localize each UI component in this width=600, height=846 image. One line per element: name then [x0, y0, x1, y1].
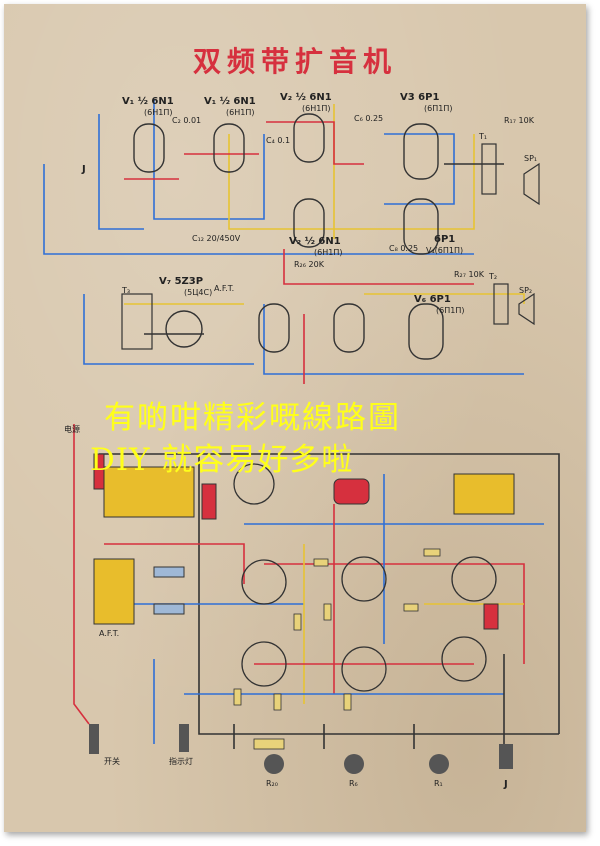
- overlay-caption-line1: 有啲咁精彩嘅線路圖: [104, 400, 401, 436]
- label-v4: V₄(6П1П): [426, 246, 464, 255]
- resistor-r16: [483, 603, 499, 630]
- tube-socket-v3: [441, 636, 487, 682]
- resistor-r11: [293, 613, 302, 631]
- transformer-t1-board: [453, 473, 515, 515]
- tube-socket-v5: [241, 641, 287, 687]
- tube-socket-v1: [341, 646, 387, 692]
- aft-board: [93, 558, 135, 625]
- label-v1: V₁ ½ 6N1: [122, 96, 174, 107]
- transformer-t2-body: [333, 478, 370, 505]
- label-r27: R₂₇ 10K: [454, 270, 484, 279]
- label-v2-sub: (6H1П): [302, 104, 331, 113]
- potentiometer-r6: [344, 754, 364, 774]
- potentiometer-r1: [429, 754, 449, 774]
- label-t3: T₃: [122, 286, 131, 295]
- tube-v2b: [293, 198, 325, 248]
- tube-socket-v7: [233, 463, 275, 505]
- capacitor-c15: [153, 566, 185, 578]
- label-aft: A.F.T.: [214, 284, 235, 293]
- label-lamp: 指示灯: [169, 757, 193, 766]
- capacitor-c16: [253, 738, 285, 750]
- tube-socket-v4: [451, 556, 497, 602]
- fuse: [93, 453, 105, 490]
- power-transformer-t3: [121, 293, 153, 350]
- indicator-lamp-icon: [179, 724, 189, 752]
- poster-title: 双频带扩音机: [192, 45, 397, 78]
- output-transformer-t1: [481, 143, 497, 195]
- label-aft-board: A.F.T.: [99, 629, 120, 638]
- label-v1-sub: (6H1П): [144, 108, 173, 117]
- label-jack-bottom: J: [504, 779, 508, 790]
- tube-v1a: [133, 123, 165, 173]
- label-v2b: V₂ ½ 6N1: [289, 236, 341, 247]
- label-v1b: V₁ ½ 6N1: [204, 96, 256, 107]
- tube-v6: [408, 303, 444, 360]
- b-plus-bus-upper: [228, 134, 475, 230]
- label-v2b-sub: (6H1П): [314, 248, 343, 257]
- capacitor-c6: [423, 548, 441, 557]
- label-c8: C₈ 0.25: [389, 244, 419, 253]
- tube-v1b: [213, 123, 245, 173]
- label-v7-sub: (5Ц4С): [184, 288, 213, 297]
- resistor-r9: [273, 693, 282, 711]
- label-t1: T₁: [479, 132, 488, 141]
- label-sp1: SP₁: [524, 154, 538, 163]
- label-c4: C₄ 0.1: [266, 136, 291, 145]
- rectifier-tube-v7: [165, 310, 203, 348]
- capacitor-c5: [403, 603, 419, 612]
- power-switch-icon: [89, 724, 99, 754]
- tube-v4: [403, 198, 439, 255]
- overlay-caption-line2: DIY 就容易好多啦: [90, 442, 354, 478]
- label-v1b-sub: (6H1П): [226, 108, 255, 117]
- tube-socket-v2: [341, 556, 387, 602]
- resistor-r15: [233, 688, 242, 706]
- label-sp2: SP₂: [519, 286, 533, 295]
- mains-wire: [73, 424, 90, 725]
- capacitor-c7: [343, 693, 352, 711]
- input-jack-icon: [499, 744, 513, 769]
- label-v3: V3 6P1: [400, 92, 440, 103]
- schematic-poster: 双频带扩音机: [4, 4, 586, 832]
- ground-bus-upper: [43, 164, 474, 255]
- resistor-r28: [201, 483, 217, 520]
- label-v7: V₇ 5Z3P: [159, 276, 204, 287]
- resistor-r26: [323, 603, 332, 621]
- capacitor-c14: [153, 603, 185, 615]
- label-c2: C₂ 0.01: [172, 116, 202, 125]
- label-jack: J: [82, 164, 86, 175]
- label-v4-type: 6P1: [434, 234, 456, 245]
- label-r20: R₂₀: [266, 779, 278, 788]
- tube-v3: [403, 123, 439, 180]
- label-c12: C₁₂ 20/450V: [192, 234, 241, 243]
- potentiometer-r20: [264, 754, 284, 774]
- resistor-r12: [313, 558, 329, 567]
- tube-v2a: [293, 113, 325, 163]
- label-r1: R₁: [434, 779, 443, 788]
- chassis-frame: [99, 453, 560, 734]
- speaker-sp2-icon: [518, 292, 535, 326]
- label-v6: V₆ 6P1: [414, 294, 451, 305]
- label-r26: R₂₆ 20K: [294, 260, 324, 269]
- label-v6-sub: (6П1П): [436, 306, 465, 315]
- tube-socket-v6: [241, 559, 287, 605]
- label-power: 电源: [64, 425, 80, 434]
- tube-v5b: [333, 303, 365, 353]
- output-transformer-t2: [493, 283, 509, 325]
- label-v2: V₂ ½ 6N1: [280, 92, 332, 103]
- speaker-sp1-icon: [523, 162, 540, 206]
- label-t2: T₂: [489, 272, 498, 281]
- label-c6: C₆ 0.25: [354, 114, 384, 123]
- circuit-diagram: [43, 99, 560, 774]
- fuse-terminal-board: [103, 466, 195, 518]
- label-switch: 开关: [104, 757, 120, 766]
- tube-v5a: [258, 303, 290, 353]
- label-r6: R₆: [349, 779, 358, 788]
- label-r17: R₁₇ 10K: [504, 116, 534, 125]
- label-v3-sub: (6П1П): [424, 104, 453, 113]
